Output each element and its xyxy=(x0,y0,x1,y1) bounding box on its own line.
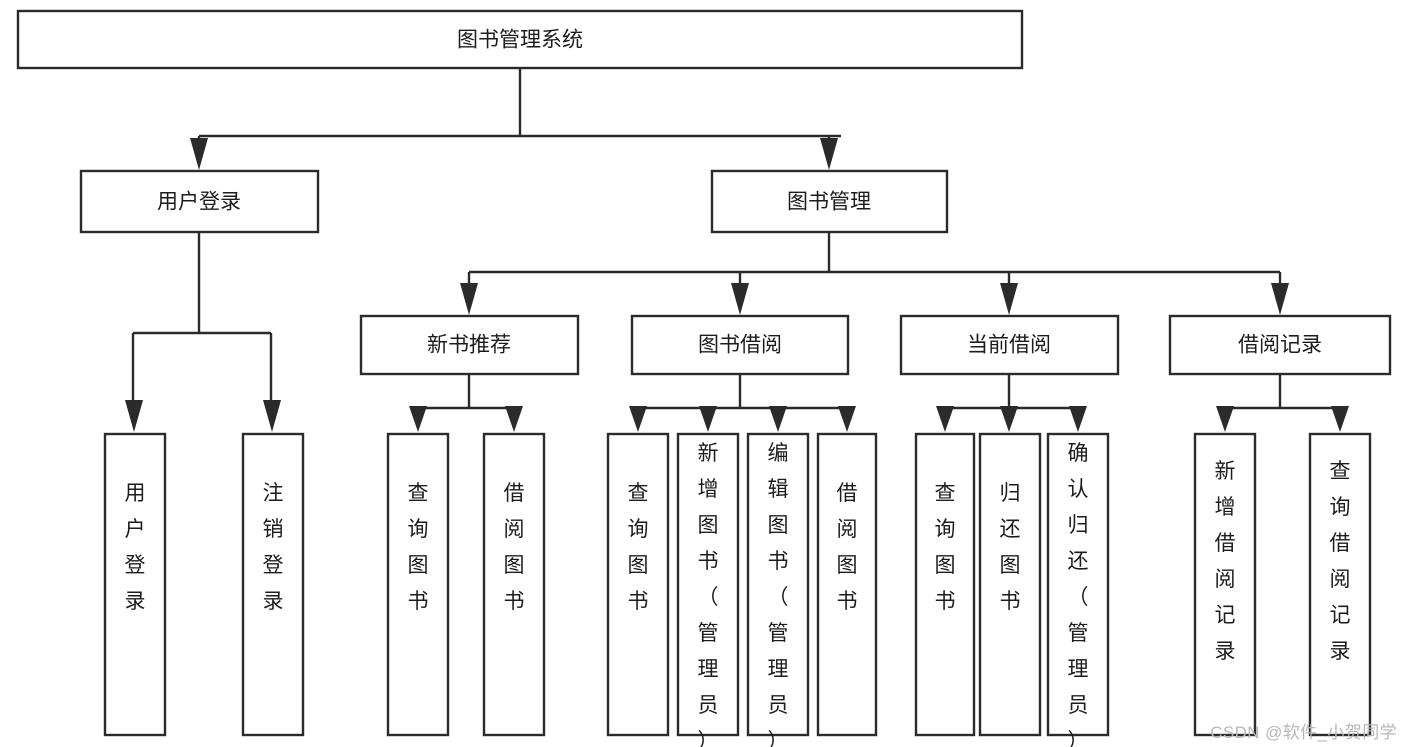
arrowhead-to-new-book xyxy=(460,283,478,315)
node-borrow-record-box xyxy=(1168,314,1392,376)
node-root-system[interactable]: 图书管理系统 xyxy=(16,9,1024,70)
node-book-manage[interactable]: 图书管理 xyxy=(710,169,949,234)
leaf-edit-book-admin-label: 编辑图书（管理员） xyxy=(768,442,789,747)
node-book-manage-label: 图书管理 xyxy=(787,191,871,214)
leaf-borrow-book-box xyxy=(816,432,878,737)
leaf-query-book-current-box xyxy=(914,432,976,737)
leaf-edit-book-admin-box xyxy=(746,432,810,737)
leaf-user-login-box xyxy=(103,432,167,737)
node-root-system-label: 图书管理系统 xyxy=(457,29,583,52)
arrowhead-to-book-manage xyxy=(820,138,838,170)
leaf-node[interactable]: 查询图书 xyxy=(606,432,670,737)
node-new-book-recommend-label: 新书推荐 xyxy=(427,334,511,357)
leaf-node[interactable]: 借阅图书 xyxy=(816,432,878,737)
arrowhead-to-book-borrow xyxy=(731,283,749,315)
leaf-add-borrow-record-box xyxy=(1193,432,1257,737)
leaf-node[interactable]: 查询图书 xyxy=(914,432,976,737)
arrowhead-newbook-leaf-2 xyxy=(505,406,523,432)
leaf-borrow-book-newbook-label: 借阅图书 xyxy=(504,482,525,613)
leaf-query-book-borrow-box xyxy=(606,432,670,737)
arrowhead-newbook-leaf-1 xyxy=(409,406,427,432)
leaf-logout-box xyxy=(241,432,305,737)
node-user-login[interactable]: 用户登录 xyxy=(79,169,320,234)
node-root-system-box xyxy=(16,9,1024,70)
node-borrow-record[interactable]: 借阅记录 xyxy=(1168,314,1392,376)
connector-group-book-manage xyxy=(460,232,1289,315)
leaf-confirm-return-admin-label: 确认归还（管理员） xyxy=(1068,442,1089,747)
connector-group-borrow-record xyxy=(1216,374,1349,432)
connector-group-current-borrow xyxy=(936,374,1087,432)
node-user-login-label: 用户登录 xyxy=(157,191,241,214)
leaf-query-book-current-label: 查询图书 xyxy=(935,482,956,613)
arrowhead-bookborrow-leaf-3 xyxy=(769,406,787,432)
leaf-add-borrow-record-label: 新增借阅记录 xyxy=(1215,460,1236,663)
arrowhead-to-current-borrow xyxy=(1000,283,1018,315)
leaf-user-login-label: 用户登录 xyxy=(125,482,146,613)
leaf-confirm-return-admin-box xyxy=(1046,432,1110,737)
leaf-node[interactable]: 借阅图书 xyxy=(482,432,546,737)
leaf-borrow-book-label: 借阅图书 xyxy=(837,482,858,613)
leaf-node[interactable]: 编辑图书（管理员） xyxy=(746,432,810,747)
connector-group-user-login xyxy=(125,232,281,432)
leaf-node[interactable]: 确认归还（管理员） xyxy=(1046,432,1110,747)
arrowhead-to-user-login xyxy=(190,138,208,170)
node-book-borrow-box xyxy=(630,314,850,376)
arrowhead-currentborrow-leaf-1 xyxy=(936,406,954,432)
node-current-borrow-box xyxy=(899,314,1120,376)
node-new-book-recommend[interactable]: 新书推荐 xyxy=(359,314,580,376)
leaf-query-book-borrow-label: 查询图书 xyxy=(628,482,649,613)
leaf-query-book-newbook-box xyxy=(386,432,450,737)
leaf-query-book-newbook-label: 查询图书 xyxy=(408,482,429,613)
node-book-manage-box xyxy=(710,169,949,234)
arrowhead-bookborrow-leaf-1 xyxy=(629,406,647,432)
arrowhead-borrowrecord-leaf-1 xyxy=(1216,406,1234,432)
leaf-node[interactable]: 用户登录 xyxy=(103,432,167,737)
leaf-query-borrow-record-label: 查询借阅记录 xyxy=(1330,460,1351,663)
arrowhead-to-borrow-record xyxy=(1271,283,1289,315)
leaf-node[interactable]: 查询借阅记录 xyxy=(1308,432,1372,737)
connector-group-root xyxy=(190,68,841,170)
leaf-return-book-label: 归还图书 xyxy=(1000,482,1021,613)
arrowhead-borrowrecord-leaf-2 xyxy=(1331,406,1349,432)
leaf-borrow-book-newbook-box xyxy=(482,432,546,737)
leaf-add-book-admin-box xyxy=(676,432,740,737)
arrowhead-currentborrow-leaf-3 xyxy=(1069,406,1087,432)
arrowhead-userlogin-leaf-1 xyxy=(125,400,143,432)
node-book-borrow-label: 图书借阅 xyxy=(698,334,782,357)
node-current-borrow[interactable]: 当前借阅 xyxy=(899,314,1120,376)
arrowhead-bookborrow-leaf-4 xyxy=(838,406,856,432)
leaf-logout-label: 注销登录 xyxy=(263,482,284,613)
node-user-login-box xyxy=(79,169,320,234)
node-current-borrow-label: 当前借阅 xyxy=(967,334,1051,357)
node-new-book-recommend-box xyxy=(359,314,580,376)
leaf-node[interactable]: 新增借阅记录 xyxy=(1193,432,1257,737)
arrowhead-userlogin-leaf-2 xyxy=(263,400,281,432)
arrowhead-bookborrow-leaf-2 xyxy=(699,406,717,432)
arrowhead-currentborrow-leaf-2 xyxy=(1000,406,1018,432)
node-borrow-record-label: 借阅记录 xyxy=(1238,334,1322,357)
connector-group-book-borrow xyxy=(629,374,856,432)
leaf-query-borrow-record-box xyxy=(1308,432,1372,737)
leaf-add-book-admin-label: 新增图书（管理员） xyxy=(698,442,719,747)
leaf-node[interactable]: 查询图书 xyxy=(386,432,450,737)
leaf-node[interactable]: 注销登录 xyxy=(241,432,305,737)
node-book-borrow[interactable]: 图书借阅 xyxy=(630,314,850,376)
connector-group-new-book xyxy=(409,374,523,432)
leaf-node[interactable]: 归还图书 xyxy=(978,432,1042,737)
leaf-return-book-box xyxy=(978,432,1042,737)
leaf-node[interactable]: 新增图书（管理员） xyxy=(676,432,740,747)
